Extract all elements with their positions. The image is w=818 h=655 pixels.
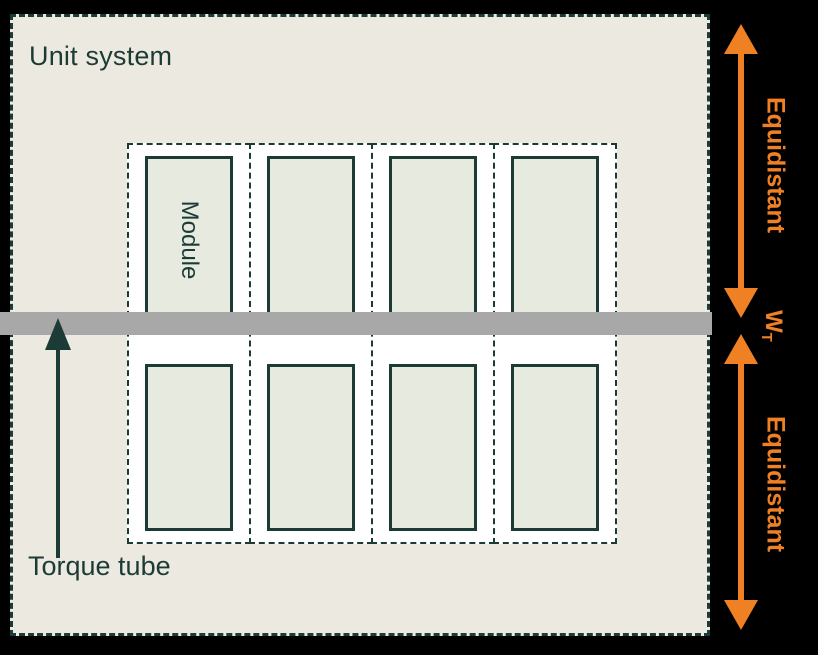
equidistant-top-label: Equidistant xyxy=(761,96,790,234)
grid-column-4 xyxy=(492,143,617,544)
torque-tube-width-label: WT xyxy=(757,310,787,342)
equidistant-top-arrow xyxy=(724,24,758,318)
module-box-r1c2 xyxy=(267,156,356,323)
module-box-r2c3 xyxy=(388,364,477,531)
unit-system-title: Unit system xyxy=(29,41,173,71)
grid-column-2 xyxy=(248,143,374,544)
grid-column-1: Module xyxy=(127,143,252,544)
module-grid: Module xyxy=(127,143,617,544)
torque-tube-callout-arrow xyxy=(45,318,71,558)
torque-tube-label: Torque tube xyxy=(28,551,171,581)
module-box-r1c1: Module xyxy=(145,156,234,323)
width-subscript: T xyxy=(757,332,774,342)
width-symbol: W xyxy=(759,310,787,333)
module-box-r2c4 xyxy=(510,364,599,531)
grid-column-3 xyxy=(370,143,496,544)
equidistant-bottom-arrow xyxy=(724,334,758,630)
torque-tube-bar xyxy=(0,312,712,335)
module-box-r2c2 xyxy=(267,364,356,531)
module-box-r1c3 xyxy=(388,156,477,323)
module-box-r2c1 xyxy=(145,364,234,531)
module-label: Module xyxy=(176,200,204,279)
equidistant-bottom-label: Equidistant xyxy=(761,415,790,553)
module-box-r1c4 xyxy=(510,156,599,323)
